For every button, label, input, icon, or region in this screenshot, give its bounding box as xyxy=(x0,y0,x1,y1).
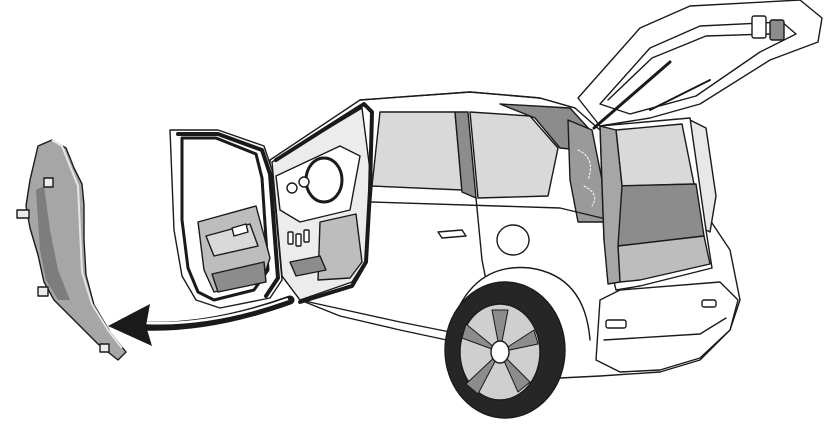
car xyxy=(170,0,822,418)
removed-trim-panel xyxy=(17,140,126,360)
front-door-window xyxy=(372,112,462,190)
trim-clip-1 xyxy=(44,178,53,187)
cargo-back-glass xyxy=(616,124,694,186)
trim-clip-2 xyxy=(17,210,29,218)
tailgate-latch-1 xyxy=(752,16,766,38)
tailgate-latch-2 xyxy=(770,20,784,40)
reflector-right xyxy=(702,300,716,307)
fuel-cap xyxy=(497,225,529,255)
rear-door-handle xyxy=(438,230,466,238)
rear-wheel xyxy=(445,282,565,418)
cargo-seatback xyxy=(612,184,704,246)
removal-arrow xyxy=(108,299,290,346)
trim-clip-4 xyxy=(100,344,109,352)
reflector-left xyxy=(606,320,626,328)
trim-clip-3 xyxy=(38,287,48,296)
instrument-gauge-1 xyxy=(287,183,297,193)
wheel-hub xyxy=(491,341,509,363)
instrument-gauge-2 xyxy=(299,177,309,187)
